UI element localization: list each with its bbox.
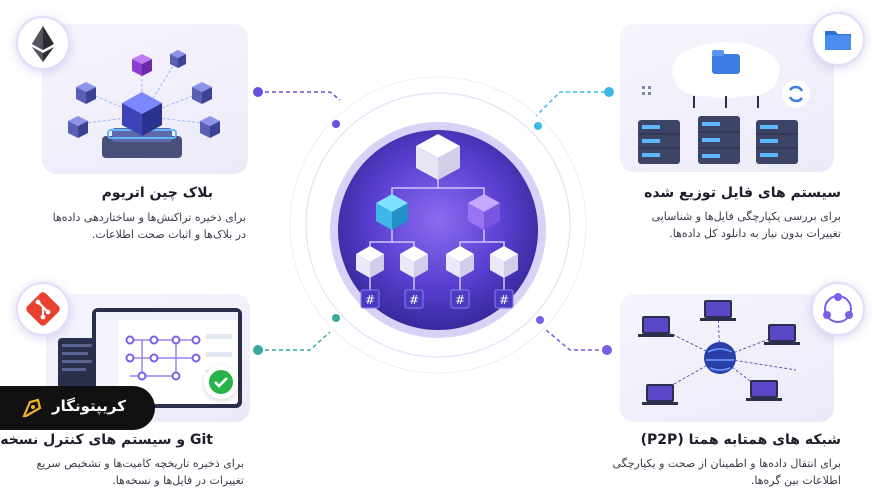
git-title: Git و سیستم های کنترل نسخه: [0, 432, 213, 448]
folder-icon: [811, 12, 865, 66]
branch-node-cube: [468, 194, 500, 230]
ethereum-icon: [16, 16, 70, 70]
connector-dot: [602, 345, 612, 355]
hash-label: #: [409, 293, 419, 307]
network-users-icon: [811, 282, 865, 336]
dfs-description-line: برای بررسی یکپارچگی فایل‌ها و شناسایی: [651, 210, 841, 223]
connector-dot: [604, 87, 614, 97]
hash-label: #: [455, 293, 465, 307]
connector-dot: [534, 122, 542, 130]
p2p-description-line: اطلاعات بین گره‌ها.: [750, 474, 841, 487]
brand-logo: کریپتونگار: [0, 386, 155, 430]
blockchain-illustration: [42, 24, 248, 174]
connector-dot: [332, 120, 340, 128]
connector-dot: [253, 87, 263, 97]
p2p-description: برای انتقال داده‌ها و اطمینان از صحت و ی…: [612, 455, 841, 489]
leaf-node-cube: [490, 246, 518, 278]
leaf-node-cube: [356, 246, 384, 278]
dfs-illustration: [620, 24, 834, 172]
connector-dot: [332, 314, 340, 322]
hash-label: #: [499, 293, 509, 307]
blockchain-description: برای ذخیره تراکنش‌ها و ساختاردهی داده‌ها…: [53, 209, 246, 243]
git-description-line: تغییرات در فایل‌ها و نسخه‌ها.: [112, 474, 244, 487]
root-node-cube: [416, 134, 460, 180]
leaf-node-cube: [400, 246, 428, 278]
leaf-node-cube: [446, 246, 474, 278]
blockchain-description-line: برای ذخیره تراکنش‌ها و ساختاردهی داده‌ها: [52, 211, 246, 224]
p2p-description-line: برای انتقال داده‌ها و اطمینان از صحت و ی…: [612, 457, 841, 470]
connector-dot: [253, 345, 263, 355]
dfs-title: سیستم های فایل توزیع شده: [644, 185, 841, 201]
blockchain-title: بلاک چین اتریوم: [101, 185, 213, 201]
branch-node-cube: [376, 194, 408, 230]
p2p-illustration: [620, 294, 834, 422]
check-icon: [204, 365, 238, 399]
git-description: برای ذخیره تاریخچه کامیت‌ها و تشخیص سریع…: [36, 455, 244, 489]
pen-nib-icon: [22, 398, 42, 418]
p2p-title: شبکه های همتابه همتا (P2P): [640, 432, 841, 448]
dfs-description-line: تغییرات بدون نیاز به دانلود کل داده‌ها.: [669, 227, 841, 240]
dfs-description: برای بررسی یکپارچگی فایل‌ها و شناسایی تغ…: [652, 208, 841, 242]
hash-label: #: [365, 293, 375, 307]
git-icon: [16, 282, 70, 336]
git-description-line: برای ذخیره تاریخچه کامیت‌ها و تشخیص سریع: [36, 457, 244, 470]
merkle-tree-icon: # # # #: [330, 122, 546, 338]
blockchain-description-line: در بلاک‌ها و اثبات صحت اطلاعات.: [91, 228, 246, 241]
connector-dot: [536, 316, 544, 324]
brand-name: کریپتونگار: [52, 397, 126, 415]
